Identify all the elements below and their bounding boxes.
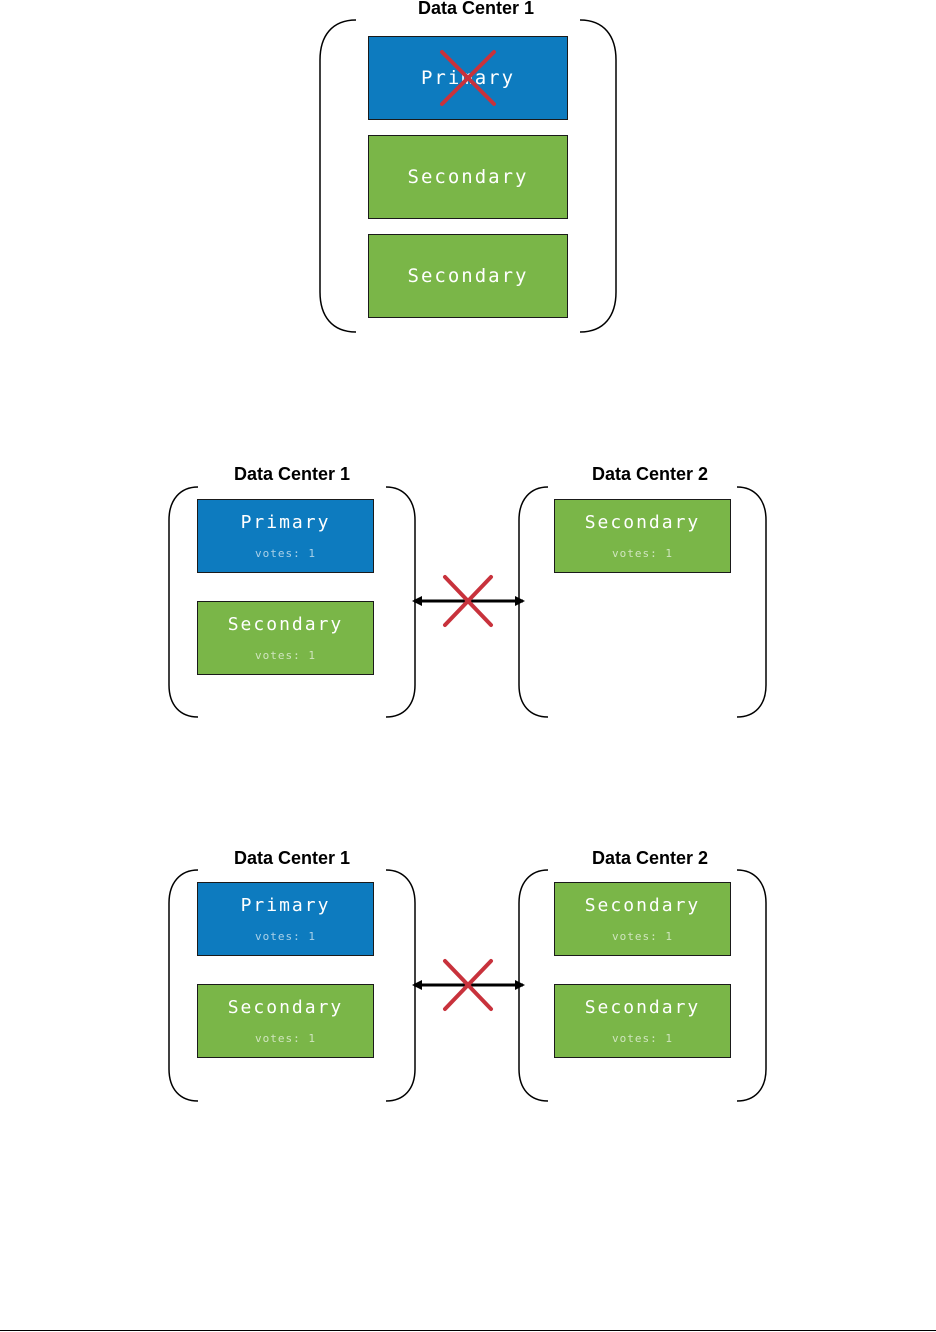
node-role-label: Primary bbox=[240, 512, 331, 533]
node-votes-label: votes: 1 bbox=[612, 547, 673, 560]
node-role-label: Secondary bbox=[584, 512, 701, 533]
node-votes-label: votes: 1 bbox=[255, 649, 316, 662]
page-bottom-rule bbox=[0, 1330, 936, 1331]
scene3-dc2-secondary-node-2: Secondary votes: 1 bbox=[554, 984, 731, 1058]
scene3-dc1-left-bracket bbox=[168, 869, 199, 1102]
scene1-dc1-title: Data Center 1 bbox=[417, 0, 535, 18]
scene3-link-failure-x-icon bbox=[443, 959, 493, 1011]
scene3-dc2-title: Data Center 2 bbox=[591, 848, 709, 868]
scene1-secondary-node-1: Secondary bbox=[368, 135, 568, 219]
scene2-dc1-left-bracket bbox=[168, 486, 199, 718]
scene2-dc1-secondary-node: Secondary votes: 1 bbox=[197, 601, 374, 675]
node-role-label: Secondary bbox=[584, 895, 701, 916]
scene3-dc1-secondary-node: Secondary votes: 1 bbox=[197, 984, 374, 1058]
node-role-label: Secondary bbox=[227, 997, 344, 1018]
node-role-label: Secondary bbox=[407, 166, 529, 188]
scene2-dc2-secondary-node: Secondary votes: 1 bbox=[554, 499, 731, 573]
node-votes-label: votes: 1 bbox=[255, 1032, 316, 1045]
scene3-dc2-right-bracket bbox=[736, 869, 767, 1102]
scene2-dc2-right-bracket bbox=[736, 486, 767, 718]
node-role-label: Secondary bbox=[584, 997, 701, 1018]
scene2-dc1-primary-node: Primary votes: 1 bbox=[197, 499, 374, 573]
node-votes-label: votes: 1 bbox=[612, 1032, 673, 1045]
scene3-dc1-primary-node: Primary votes: 1 bbox=[197, 882, 374, 956]
node-role-label: Secondary bbox=[407, 265, 529, 287]
node-role-label: Secondary bbox=[227, 614, 344, 635]
scene2-dc1-title: Data Center 1 bbox=[233, 464, 351, 484]
node-votes-label: votes: 1 bbox=[255, 930, 316, 943]
scene1-right-bracket bbox=[579, 19, 617, 333]
node-votes-label: votes: 1 bbox=[255, 547, 316, 560]
scene2-dc2-title: Data Center 2 bbox=[591, 464, 709, 484]
node-role-label: Primary bbox=[240, 895, 331, 916]
scene3-dc2-secondary-node-1: Secondary votes: 1 bbox=[554, 882, 731, 956]
primary-failure-x-icon bbox=[440, 50, 496, 106]
scene1-left-bracket bbox=[319, 19, 357, 333]
node-votes-label: votes: 1 bbox=[612, 930, 673, 943]
scene1-secondary-node-2: Secondary bbox=[368, 234, 568, 318]
scene2-link-failure-x-icon bbox=[443, 575, 493, 627]
scene3-dc1-title: Data Center 1 bbox=[233, 848, 351, 868]
